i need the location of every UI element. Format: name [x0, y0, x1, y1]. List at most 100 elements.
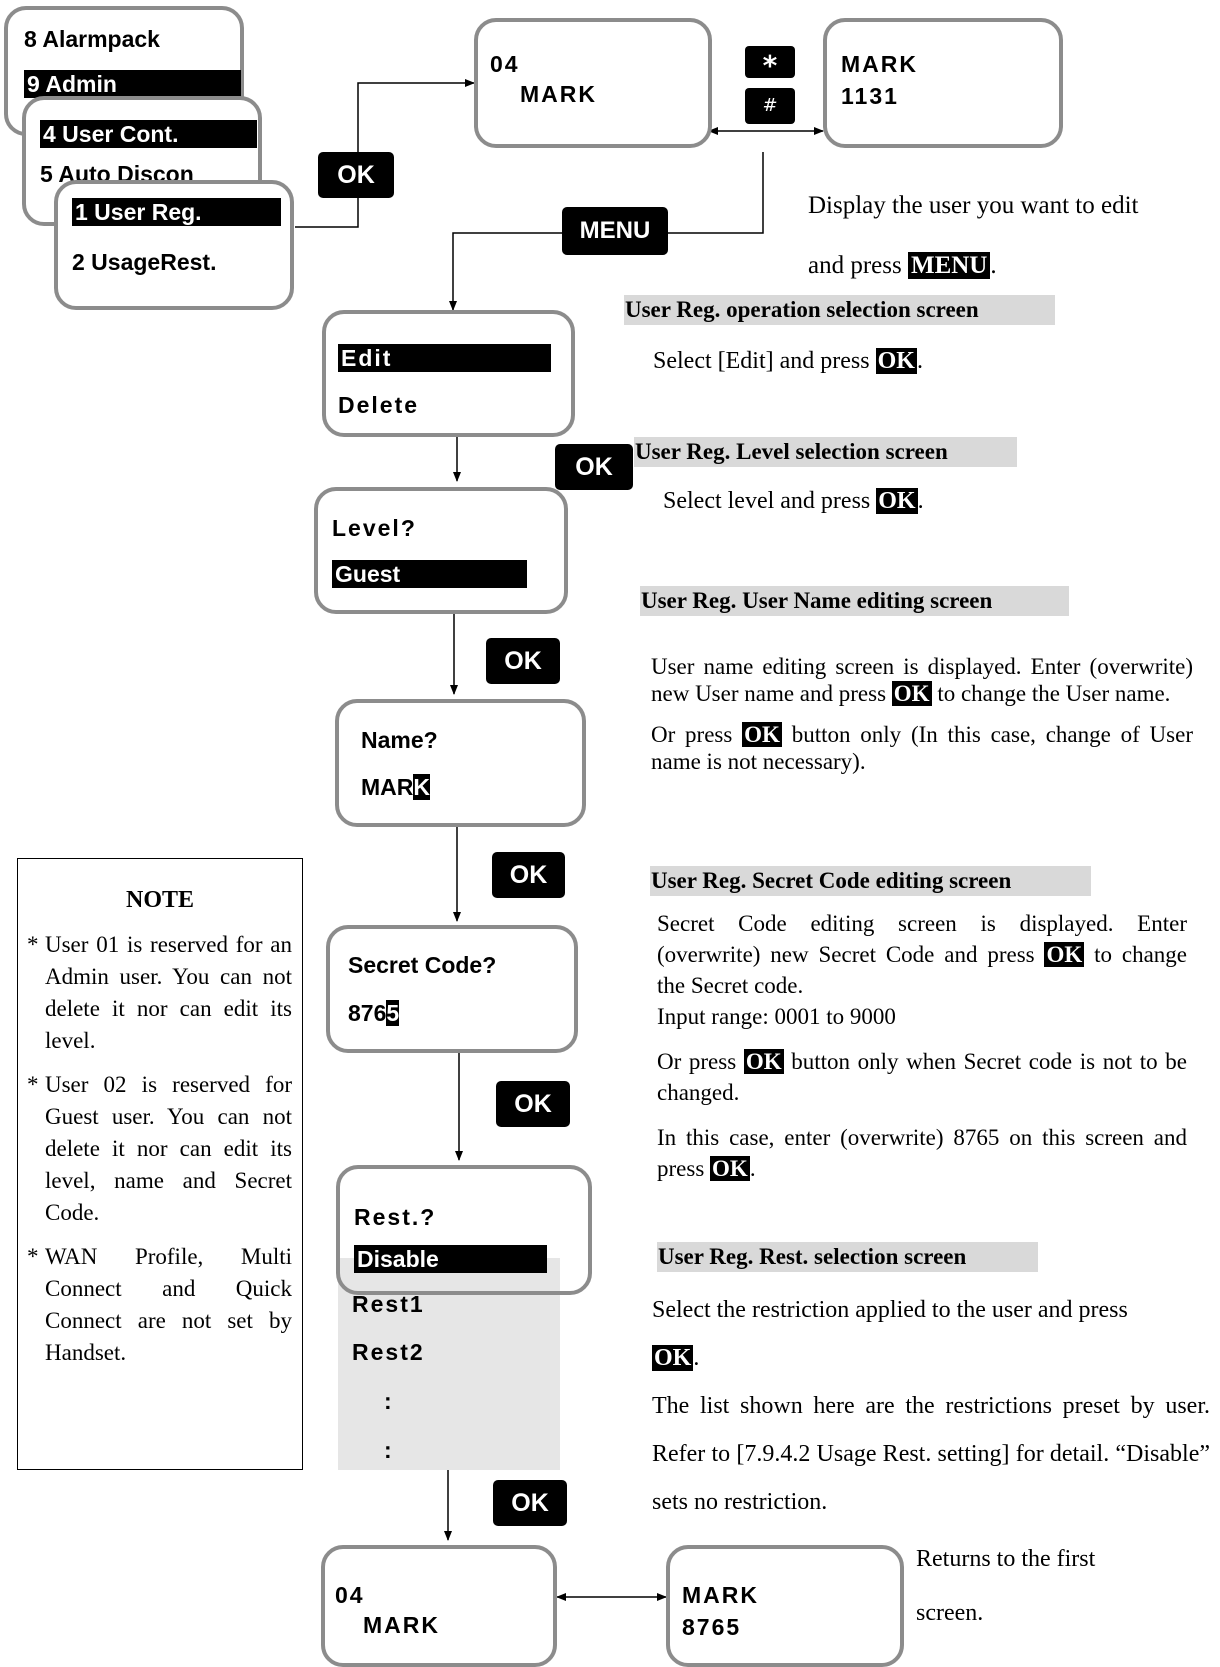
op-ok-inline: OK	[875, 348, 917, 374]
screen-level-select: Level? Guest	[314, 487, 568, 614]
secret-para-2: Or press OK button only when Secret code…	[657, 1046, 1187, 1108]
option-delete: Delete	[338, 392, 420, 418]
returns-line-1: Returns to the first	[916, 1546, 1096, 1572]
rest-para-1: Select the restriction applied to the us…	[652, 1297, 1128, 1323]
menu-item-usage-rest: 2 UsageRest.	[72, 249, 217, 275]
name-instructions: User name editing screen is displayed. E…	[651, 653, 1193, 775]
star-key: *	[745, 46, 795, 82]
level-heading: User Reg. Level selection screen	[634, 437, 1017, 467]
user-code: 1131	[841, 83, 899, 109]
op-heading: User Reg. operation selection screen	[624, 295, 1055, 325]
user-number: 04	[490, 51, 520, 77]
name-p1-end: to change the User name.	[931, 681, 1171, 706]
note-item-text: WAN Profile, Multi Connect and Quick Con…	[45, 1244, 292, 1365]
secret-prompt: Secret Code?	[348, 952, 497, 978]
display-user-instruction: Display the user you want to edit and pr…	[808, 176, 1208, 296]
screen-final-user: 04 MARK	[321, 1545, 557, 1667]
display-user-line-1: Display the user you want to edit	[808, 192, 1139, 219]
screen-operation-select: Edit Delete	[322, 310, 575, 437]
secret-p3-ok: OK	[710, 1156, 750, 1181]
note-item: *WAN Profile, Multi Connect and Quick Co…	[27, 1241, 292, 1369]
note-item-text: User 01 is reserved for an Admin user. Y…	[45, 932, 292, 1053]
level-prompt: Level?	[332, 515, 417, 541]
secret-p2-ok: OK	[743, 1049, 784, 1074]
final-user-name-code: MARK	[682, 1582, 759, 1608]
secret-p2-text: Or press	[657, 1049, 744, 1074]
note-item-text: User 02 is reserved for Guest user. You …	[45, 1072, 292, 1225]
op-period: .	[916, 348, 923, 374]
level-ok-inline: OK	[876, 488, 918, 514]
secret-code-text: 876	[348, 1000, 387, 1026]
option-edit: Edit	[338, 344, 551, 372]
display-user-period: .	[990, 252, 997, 279]
menu-inline-key: MENU	[907, 252, 991, 279]
level-period: .	[917, 488, 924, 514]
ok-key: OK	[555, 444, 633, 490]
note-list: *User 01 is reserved for an Admin user. …	[18, 929, 302, 1369]
name-para-2: Or press OK button only (In this case, c…	[651, 721, 1193, 775]
ok-key: OK	[492, 852, 565, 898]
ok-key: OK	[486, 638, 560, 684]
menu-item-user-cont: 4 User Cont.	[40, 120, 257, 148]
secret-instructions: Secret Code editing screen is displayed.…	[657, 908, 1187, 1184]
secret-para-1: Secret Code editing screen is displayed.…	[657, 908, 1187, 1032]
screen-final-code: MARK 8765	[666, 1545, 904, 1667]
option-disable: Disable	[354, 1245, 547, 1273]
hash-key: #	[745, 88, 795, 124]
note-item: *User 02 is reserved for Guest user. You…	[27, 1069, 292, 1229]
returns-note: Returns to the first screen.	[916, 1532, 1216, 1640]
more-options-dots: :	[384, 1388, 392, 1414]
menu-item-user-reg: 1 User Reg.	[72, 198, 281, 226]
secret-p1-text: Secret Code editing screen is displayed.…	[657, 911, 1187, 967]
user-name: MARK	[520, 81, 597, 107]
display-user-press: and press	[808, 252, 908, 279]
ok-key: OK	[496, 1081, 570, 1127]
rest-para-2: The list shown here are the restrictions…	[652, 1393, 1210, 1515]
name-p1-text: User name editing screen is displayed. E…	[651, 654, 1193, 706]
secret-para-3: In this case, enter (overwrite) 8765 on …	[657, 1122, 1187, 1184]
name-p2-text: Or press	[651, 722, 743, 747]
screen-secret-edit: Secret Code? 8765	[326, 925, 578, 1053]
ok-key: OK	[318, 152, 394, 198]
name-value: MARK	[361, 773, 431, 801]
rest-ok-line: OK.	[652, 1334, 1210, 1382]
note-bullet: *	[27, 932, 39, 957]
secret-heading: User Reg. Secret Code editing screen	[650, 866, 1091, 896]
more-options-dots: :	[384, 1437, 392, 1463]
name-text: MAR	[361, 774, 414, 800]
rest-instructions: Select the restriction applied to the us…	[652, 1286, 1210, 1526]
op-text: Select [Edit] and press	[653, 348, 876, 374]
secret-p1-end: to change the Secret code.	[657, 942, 1187, 998]
menu-item-alarmpack: 8 Alarmpack	[24, 26, 160, 52]
secret-input-range: Input range: 0001 to 9000	[657, 1004, 896, 1029]
note-bullet: *	[27, 1244, 39, 1269]
note-title: NOTE	[125, 887, 194, 913]
screen-name-edit: Name? MARK	[335, 699, 586, 827]
note-item: *User 01 is reserved for an Admin user. …	[27, 929, 292, 1057]
rest-ok-period: .	[693, 1345, 700, 1371]
screen-user-reg: 1 User Reg. 2 UsageRest.	[54, 180, 294, 310]
menu-item-admin: 9 Admin	[24, 70, 241, 98]
ok-key: OK	[493, 1480, 567, 1526]
secret-p3-end: .	[749, 1156, 756, 1181]
returns-line-2: screen.	[916, 1600, 984, 1626]
screen-user-code-display: MARK 1131	[823, 18, 1063, 148]
rest-heading: User Reg. Rest. selection screen	[657, 1242, 1038, 1272]
final-user-number: 04	[335, 1582, 365, 1608]
final-user-code: 8765	[682, 1614, 742, 1640]
name-cursor: K	[413, 774, 431, 800]
option-rest2: Rest2	[352, 1339, 425, 1365]
screen-rest-select: Rest.? Disable	[336, 1165, 592, 1295]
rest-prompt: Rest.?	[354, 1204, 437, 1230]
rest-ok-inline: OK	[652, 1345, 694, 1371]
note-bullet: *	[27, 1072, 39, 1097]
display-user-line-2: and press MENU.	[808, 236, 1208, 296]
name-p2-end: button only (In this case, change of Use…	[651, 722, 1193, 774]
level-instruction: Select level and press OK.	[663, 488, 1063, 515]
level-value-guest: Guest	[332, 560, 527, 588]
secret-p3-text: In this case, enter (overwrite) 8765 on …	[657, 1125, 1187, 1181]
name-para-1: User name editing screen is displayed. E…	[651, 653, 1193, 707]
secret-p2-end: button only when Secret code is not to b…	[657, 1049, 1187, 1105]
name-heading: User Reg. User Name editing screen	[640, 586, 1069, 616]
screen-user-display: 04 MARK	[474, 18, 712, 148]
